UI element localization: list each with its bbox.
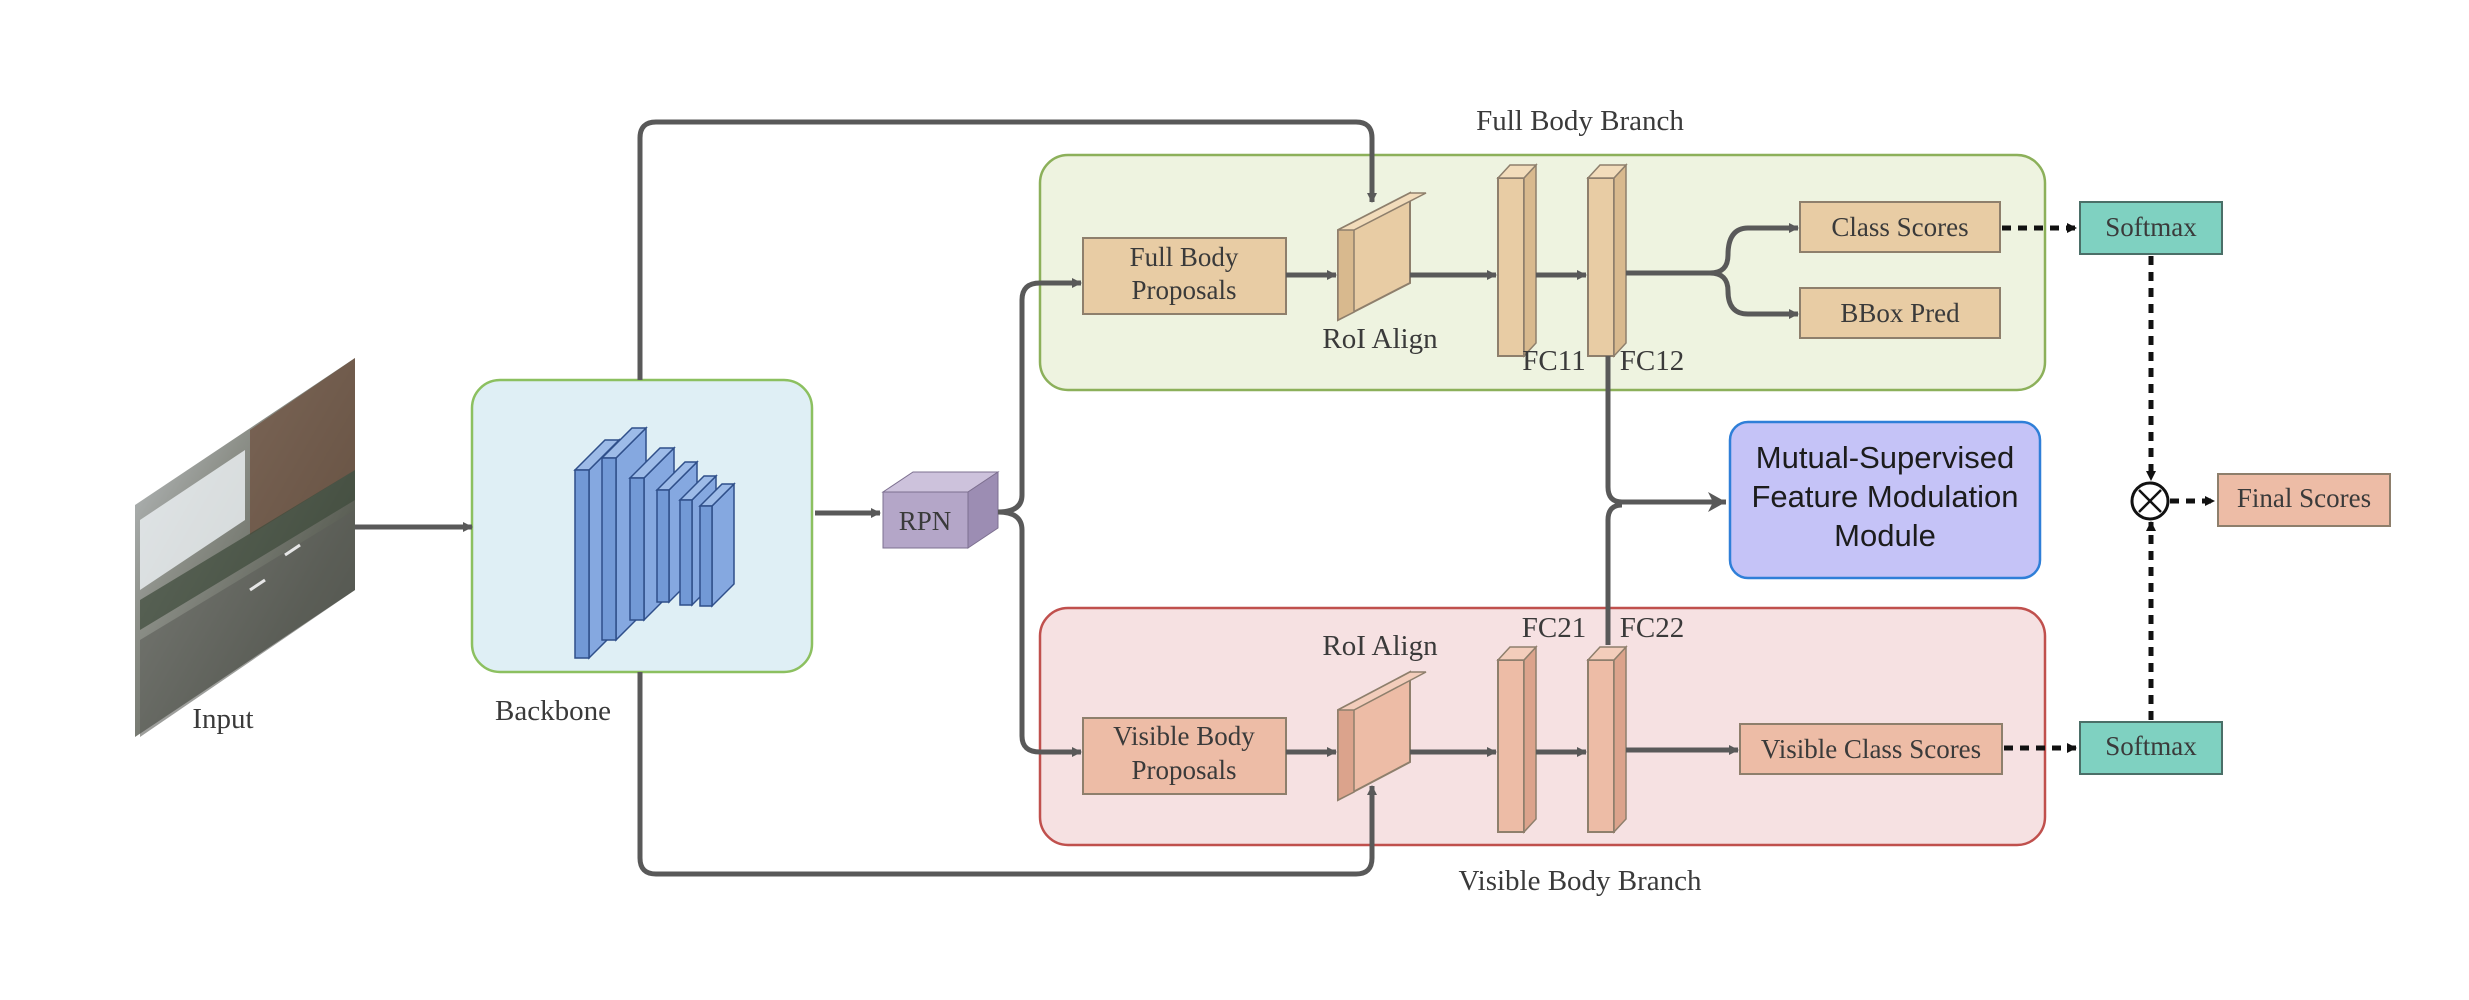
cnn-layer-front xyxy=(679,499,693,606)
msfm-module-box: Mutual-Supervised Feature Modulation Mod… xyxy=(1728,420,2042,580)
fc22-label: FC22 xyxy=(1620,612,1684,644)
rpn-label: RPN xyxy=(899,506,952,536)
arrow-backbone-roi-top xyxy=(637,119,1377,380)
fc21-layer xyxy=(1496,645,1538,834)
circle-times-icon xyxy=(2130,481,2170,521)
visible-class-scores-label: Visible Class Scores xyxy=(1761,734,1981,764)
softmax-bottom-label: Softmax xyxy=(2105,731,2197,761)
visible-class-scores-box: Visible Class Scores xyxy=(1739,723,2003,775)
arrow-fc22-msfm xyxy=(1605,502,1623,645)
fc12-layer xyxy=(1586,163,1628,358)
full-proposals-line1: Full Body xyxy=(1130,242,1239,272)
softmax-top-box: Softmax xyxy=(2079,201,2223,255)
arrow-rpn-full-proposals xyxy=(997,278,1082,515)
visible-proposals-line2: Proposals xyxy=(1131,755,1236,785)
visible-body-proposals-box: Visible Body Proposals xyxy=(1082,717,1287,795)
arrow-rpn-visible-proposals xyxy=(997,509,1082,757)
roi-align-top-block xyxy=(1337,191,1427,322)
flow-arrows xyxy=(355,119,2215,877)
cnn-layer-front xyxy=(601,457,617,641)
cnn-layer-front xyxy=(656,489,670,603)
rpn-block: RPN xyxy=(881,471,1000,549)
backbone-label: Backbone xyxy=(495,695,611,727)
softmax-top-label: Softmax xyxy=(2105,212,2197,242)
full-body-branch-title: Full Body Branch xyxy=(1476,105,1684,137)
visible-body-branch-title: Visible Body Branch xyxy=(1458,865,1702,897)
softmax-bottom-box: Softmax xyxy=(2079,721,2223,775)
full-body-proposals-box: Full Body Proposals xyxy=(1082,237,1287,315)
fc12-label: FC12 xyxy=(1620,345,1684,377)
visible-proposals-line1: Visible Body xyxy=(1113,721,1255,751)
fc22-layer xyxy=(1586,645,1628,834)
class-scores-label: Class Scores xyxy=(1831,212,1968,242)
input-label: Input xyxy=(192,703,253,735)
arrow-fc12-msfm xyxy=(1605,356,1726,512)
full-proposals-line2: Proposals xyxy=(1131,275,1236,305)
roi-align-bottom-block xyxy=(1337,670,1427,802)
roi-align-top-label: RoI Align xyxy=(1322,323,1438,355)
arrow-backbone-roi-bottom xyxy=(637,672,1377,877)
backbone-cnn-icon xyxy=(573,426,736,660)
cnn-layer-front xyxy=(574,469,590,659)
fc11-label: FC11 xyxy=(1522,345,1585,377)
final-scores-box: Final Scores xyxy=(2217,473,2391,527)
msfm-line2: Feature Modulation xyxy=(1751,479,2018,514)
fc11-layer xyxy=(1496,163,1538,358)
class-scores-box: Class Scores xyxy=(1799,201,2001,253)
final-scores-label: Final Scores xyxy=(2237,483,2371,513)
cnn-layer-front xyxy=(629,477,645,621)
fc21-label: FC21 xyxy=(1522,612,1586,644)
cnn-layer-front xyxy=(699,505,713,607)
input-image xyxy=(135,358,355,737)
bbox-pred-label: BBox Pred xyxy=(1840,298,1960,328)
roi-align-bottom-label: RoI Align xyxy=(1322,630,1438,662)
msfm-line3: Module xyxy=(1834,518,1936,553)
arrow-fc12-bbox-pred xyxy=(1709,270,1799,319)
bbox-pred-box: BBox Pred xyxy=(1799,287,2001,339)
visible-body-branch-panel xyxy=(1038,606,2047,847)
msfm-line1: Mutual-Supervised xyxy=(1756,440,2014,475)
